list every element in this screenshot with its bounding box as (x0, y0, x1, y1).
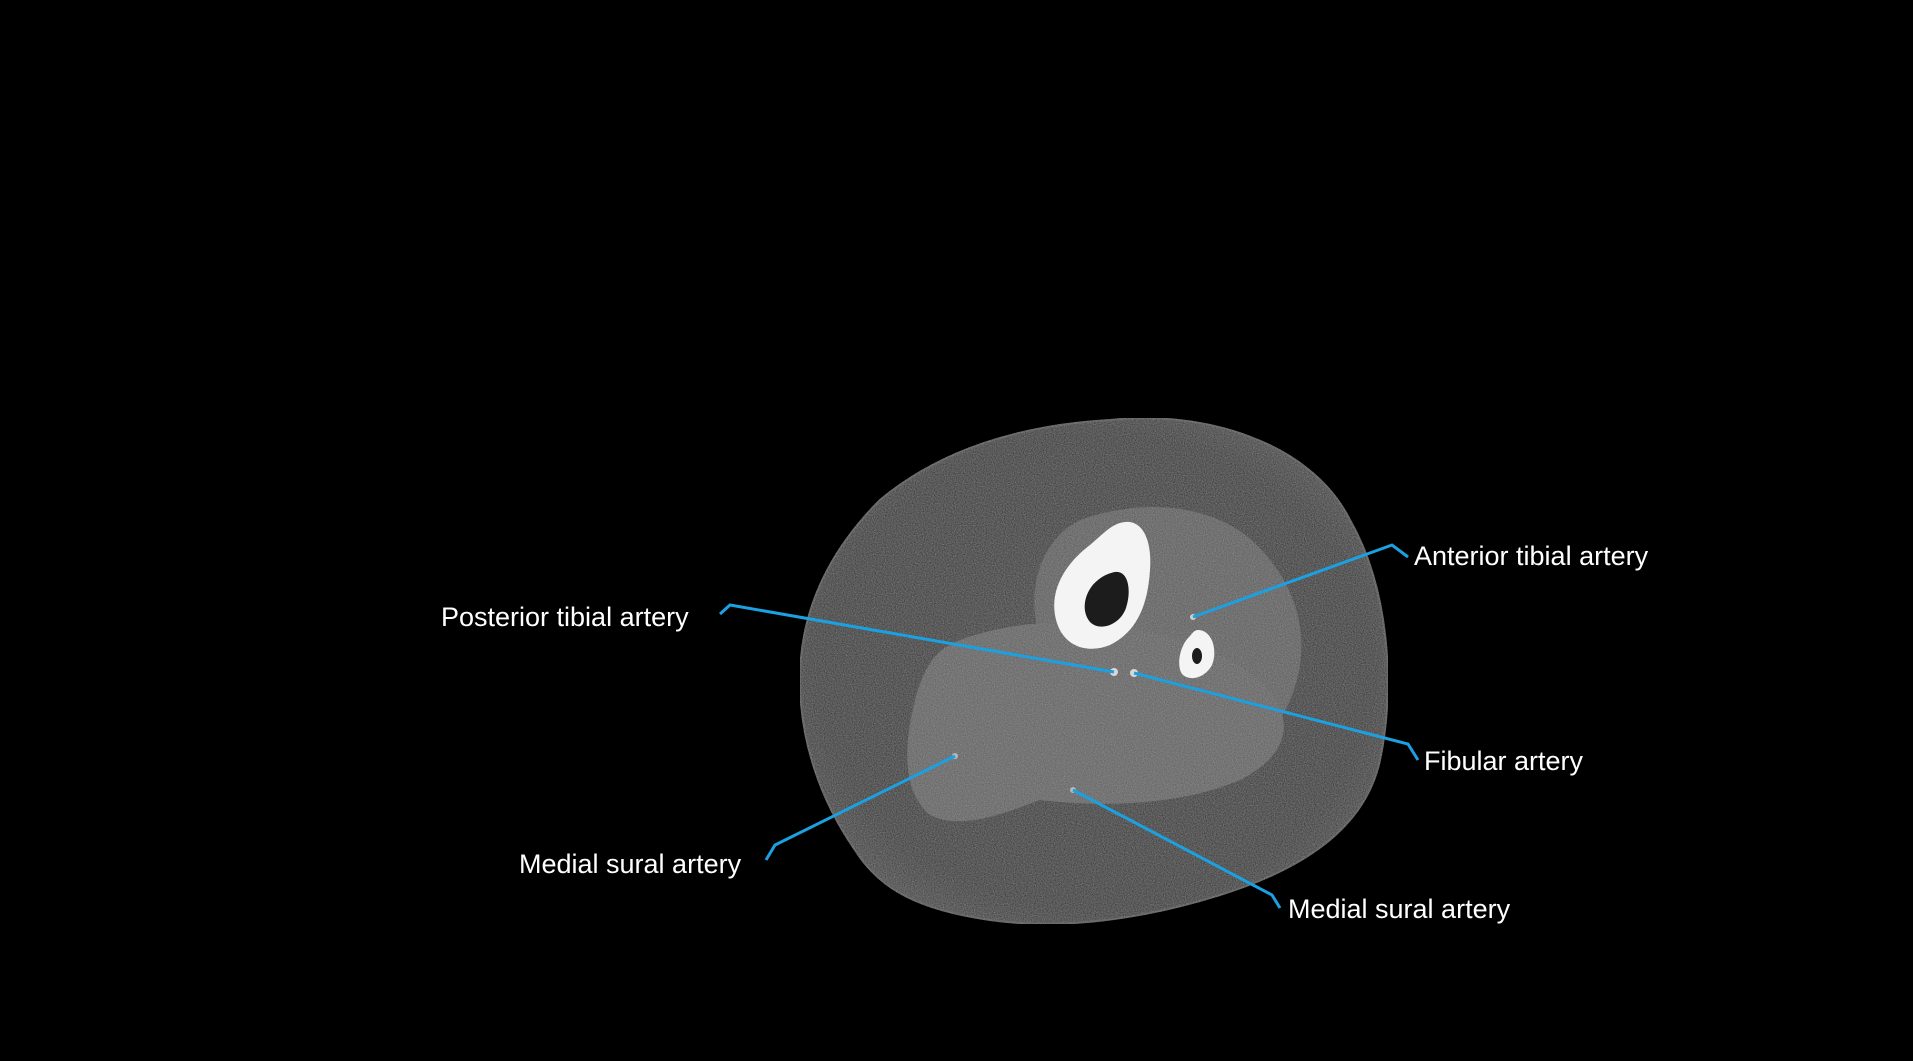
leader-medial-sural-right (1072, 788, 1282, 909)
leader-posterior-tibial (718, 603, 1115, 674)
label-posterior-tibial-artery: Posterior tibial artery (441, 602, 689, 632)
leader-fibular (1133, 671, 1420, 761)
label-fibular-artery: Fibular artery (1424, 746, 1584, 776)
leader-medial-sural-left (764, 754, 956, 861)
tibia-bone (1054, 521, 1151, 649)
label-anterior-tibial-artery: Anterior tibial artery (1414, 541, 1649, 571)
leader-anterior-tibial (1192, 543, 1409, 619)
label-medial-sural-artery-right: Medial sural artery (1288, 894, 1511, 924)
label-medial-sural-artery-left: Medial sural artery (519, 849, 742, 879)
fibula-bone (1179, 630, 1215, 679)
leader-lines (718, 543, 1420, 909)
